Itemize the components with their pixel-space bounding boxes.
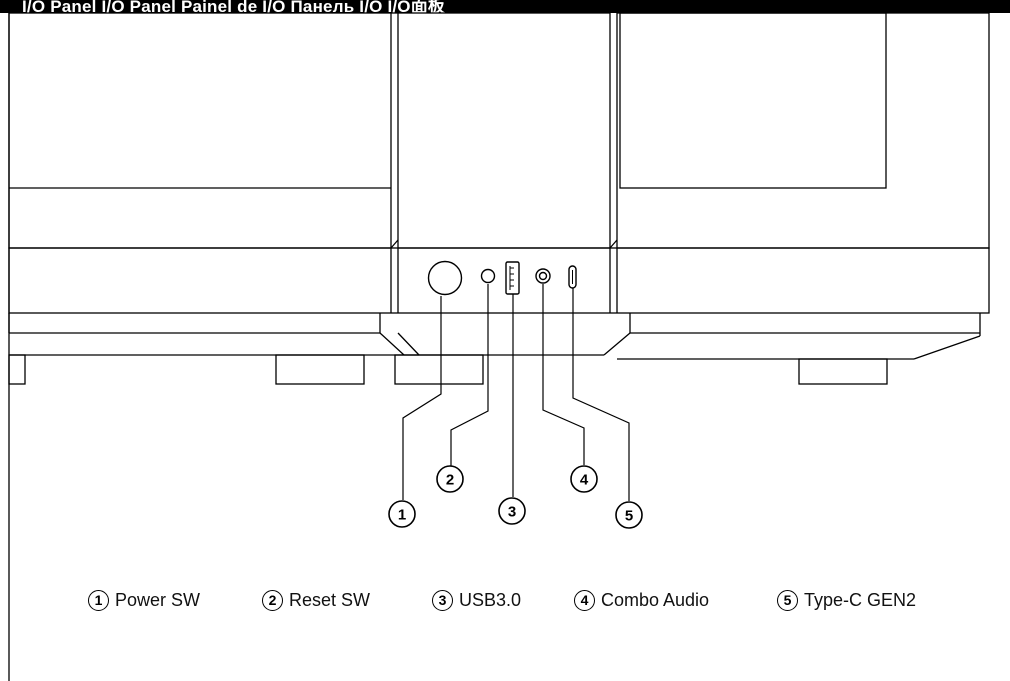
leader-lines <box>402 284 630 501</box>
leader-line-5 <box>572 288 630 501</box>
callout-2-number: 2 <box>446 472 454 489</box>
leader-line-1 <box>402 296 442 500</box>
front-band <box>8 247 990 314</box>
leader-line-4 <box>542 284 585 465</box>
center-panel <box>397 12 611 249</box>
usb-port-icon <box>505 261 520 295</box>
callout-5-number: 5 <box>625 508 633 525</box>
callout-3: 3 <box>498 497 526 525</box>
audio-jack-icon <box>535 268 551 284</box>
leader-line-2 <box>450 284 489 466</box>
case-outline <box>8 12 990 681</box>
io-ports <box>427 260 577 296</box>
foot-1 <box>275 354 365 385</box>
callout-2: 2 <box>436 465 464 493</box>
right-panel-inner <box>619 12 887 189</box>
header-title: I/O Panel I/O Panel Painel de I/O Панель… <box>22 0 446 13</box>
callout-1-number: 1 <box>398 507 406 524</box>
callout-3-number: 3 <box>508 504 516 521</box>
callout-4: 4 <box>570 465 598 493</box>
right-panel <box>616 12 990 249</box>
callout-4-number: 4 <box>580 472 589 489</box>
power-button-icon <box>427 260 463 296</box>
callout-5: 5 <box>615 501 643 529</box>
foot-3 <box>798 358 888 385</box>
left-panel <box>8 12 392 249</box>
header-bar: I/O Panel I/O Panel Painel de I/O Панель… <box>0 0 1010 13</box>
reset-button-icon <box>480 268 496 284</box>
foot-2 <box>394 354 484 385</box>
callout-1: 1 <box>388 500 416 528</box>
foot-left-edge <box>8 354 26 385</box>
